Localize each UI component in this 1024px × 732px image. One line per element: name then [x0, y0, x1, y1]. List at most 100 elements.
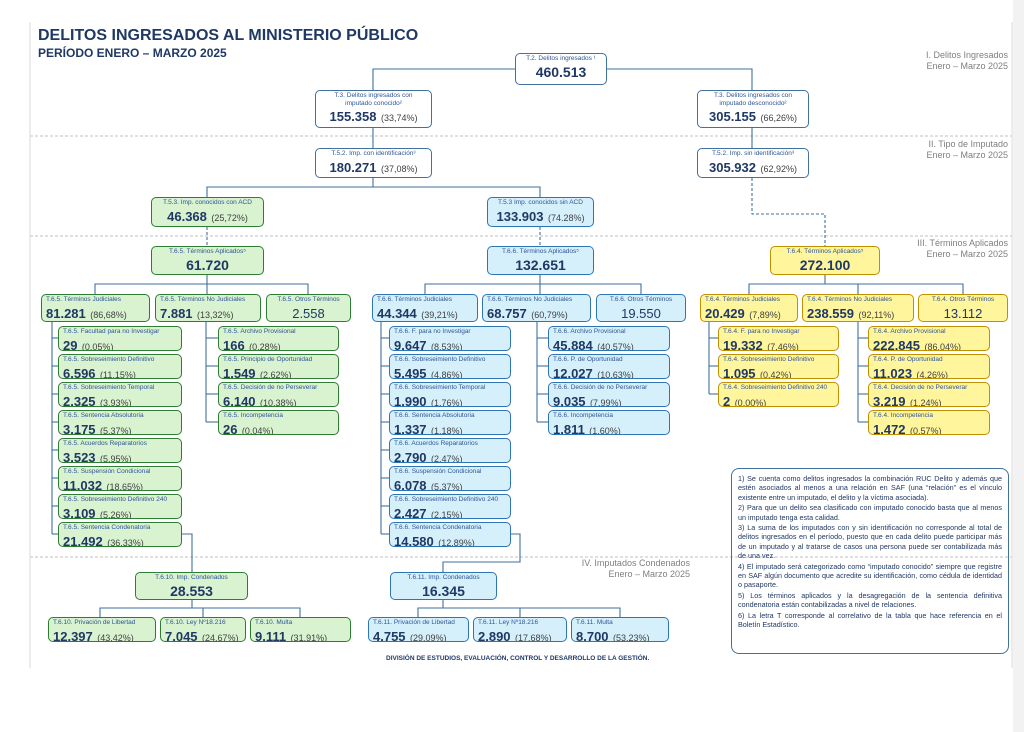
node-pct: (1,24%): [910, 397, 942, 407]
node-value: 9.111: [255, 628, 287, 642]
node-value: 68.757: [487, 305, 527, 321]
node-label: T.6.6. Decisión de no Perseverar: [553, 384, 648, 391]
node-value: 3.523: [63, 449, 96, 463]
node-pct: (0,42%): [760, 369, 792, 379]
node-label: T.6.6. Términos No Judiciales: [487, 296, 573, 303]
node-value: 9.035: [553, 393, 586, 407]
node-pct: (86,68%): [90, 309, 127, 320]
node-label: T.6.10. Imp. Condenados: [155, 574, 228, 581]
node-label: T.6.11. Privación de Libertad: [373, 619, 455, 626]
node-pct: (1,60%): [589, 425, 621, 435]
node-pct: (4,26%): [916, 369, 949, 379]
node-value: 12.027: [553, 365, 593, 379]
node-value: 2.890: [478, 628, 511, 642]
node-value: 2: [723, 393, 731, 407]
connector-line: [182, 533, 193, 572]
node-value: 3.109: [63, 505, 96, 519]
node-value: 2.558: [292, 305, 325, 321]
node-label: T.6.6. Otros Términos: [609, 296, 673, 303]
node-value: 222.845: [873, 337, 920, 351]
node-label-2: imputado desconocido²: [719, 99, 787, 107]
node-label: T.6.6. Términos Judiciales: [377, 296, 453, 303]
connector-line: [442, 533, 521, 572]
node-pct: (17,68%): [515, 632, 552, 642]
node-pct: (33,74%): [380, 113, 418, 123]
node-pct: (5,37%): [100, 425, 132, 435]
node-value: 20.429: [705, 305, 745, 321]
node-label-2: imputado conocido²: [345, 99, 402, 107]
node-label: T.6.4. Términos No Judiciales: [807, 296, 893, 303]
connector-line: [424, 275, 541, 294]
connector-line: [206, 178, 374, 197]
node-pct: (7,46%): [767, 341, 799, 351]
node-value: 238.559: [807, 305, 854, 321]
node-label: T.6.5. Principio de Oportunidad: [223, 356, 313, 363]
node-label: T.6.4. Incompetencia: [873, 412, 933, 419]
node-pct: (66,26%): [760, 113, 797, 123]
connector-line: [825, 283, 964, 294]
node-pct: (36,33%): [107, 537, 144, 547]
node-value: 19.550: [621, 305, 661, 321]
footnote: 3) La suma de los imputados con y sin id…: [738, 523, 1002, 561]
node-label: T.5.2. Imp. sin identificación³: [711, 150, 794, 157]
node-value: 5.495: [394, 365, 427, 379]
connector-line: [417, 600, 444, 617]
connector-line: [825, 283, 859, 294]
connector-line: [540, 283, 642, 294]
node-value: 12.397: [53, 628, 93, 642]
node-label: T.3. Delitos ingresados con: [334, 92, 413, 99]
node-value: 1.095: [723, 365, 756, 379]
node-value: 61.720: [186, 256, 229, 273]
node-pct: (60,79%): [531, 309, 568, 320]
node-value: 11.032: [63, 477, 103, 491]
node-value: 132.651: [515, 256, 566, 273]
footnote: 5) Los términos aplicados y la desagrega…: [738, 590, 1002, 610]
node-pct: (53.23%): [613, 632, 650, 642]
node-pct: (0,00%): [734, 397, 767, 407]
node-value: 180.271: [329, 159, 377, 175]
node-label: T.6.5. Facultad para no Investigar: [63, 328, 160, 335]
node-pct: (2,47%): [431, 453, 463, 463]
node-pct: (31,91%): [290, 632, 328, 642]
node-condena-item: T.6.10. Multa 9.111 (31,91%): [250, 617, 351, 642]
node-label: T.6.5. Incompetencia: [223, 412, 283, 419]
node-pct: (11,15%): [100, 369, 136, 379]
node-pct: (10,38%): [260, 397, 297, 407]
node-label: T.6.10. Ley Nº18.216: [165, 619, 226, 626]
node-b-otros-terminos: T.6.6. Otros Términos 19.550: [596, 294, 686, 322]
node-label: T.6.5. Términos No Judiciales: [160, 296, 246, 303]
node-value: 16.345: [422, 582, 465, 599]
node-label: T.6.10. Privación de Libertad: [53, 619, 136, 626]
node-value: 155.358: [329, 109, 377, 124]
connector-line: [192, 607, 301, 617]
node-label: T.6.6. Archivo Provisional: [553, 328, 626, 335]
node-label: T.6.5. Archivo Provisional: [223, 328, 296, 335]
node-pct: (12,89%): [438, 537, 475, 547]
node-label: T.6.11. Multa: [576, 619, 613, 626]
node-value: 81.281: [46, 305, 86, 321]
node-label: T.6.10. Multa: [255, 619, 293, 626]
node-value: 1.811: [553, 421, 585, 435]
